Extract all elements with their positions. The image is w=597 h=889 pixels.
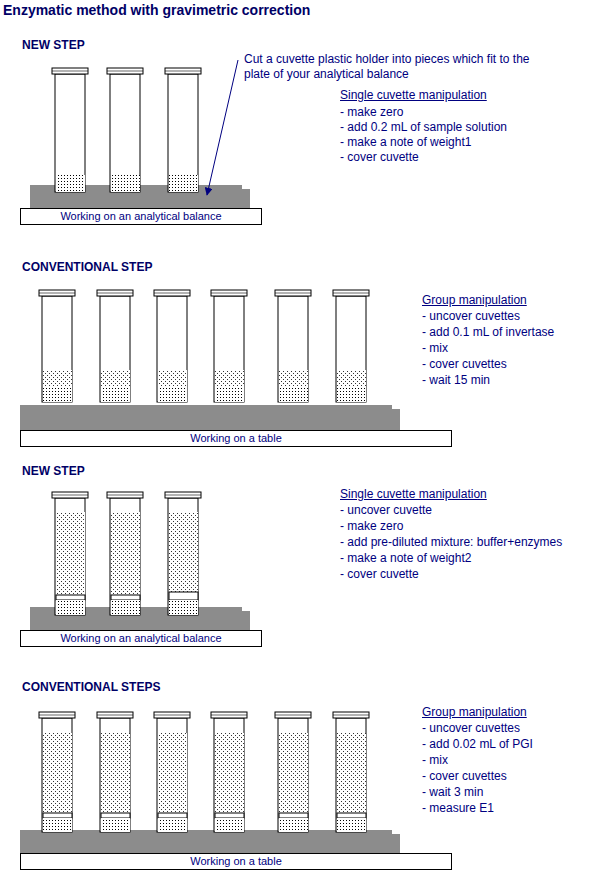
step-heading: NEW STEP — [22, 38, 85, 53]
list-item: - wait 3 min — [422, 785, 483, 800]
work-surface-bar: Working on an analytical balance — [20, 630, 262, 647]
list-item: - add pre-diluted mixture: buffer+enzyme… — [340, 535, 562, 550]
cuvette — [275, 290, 311, 402]
list-item: - measure E1 — [422, 801, 494, 816]
work-surface-bar: Working on an analytical balance — [20, 208, 262, 225]
list-item: - uncover cuvettes — [422, 309, 520, 324]
list-heading: Single cuvette manipulation — [340, 487, 487, 502]
list-item: - wait 15 min — [422, 373, 490, 388]
cuvette — [107, 492, 143, 615]
cuvette — [333, 290, 369, 402]
cuvette — [275, 712, 311, 832]
work-surface-bar: Working on a table — [20, 430, 452, 447]
plate — [20, 834, 400, 855]
list-item: - mix — [422, 753, 448, 768]
list-item: - cover cuvettes — [422, 357, 507, 372]
list-item: - add 0.02 mL of PGI — [422, 737, 533, 752]
cuvette — [211, 712, 247, 832]
cuvette — [97, 290, 133, 402]
list-item: - cover cuvette — [340, 150, 419, 165]
work-surface-bar: Working on a table — [20, 853, 452, 870]
plate-step — [20, 405, 392, 410]
cuvette — [154, 290, 190, 402]
callout-arrow — [207, 60, 238, 195]
list-item: - make a note of weight2 — [340, 551, 471, 566]
list-item: - mix — [422, 341, 448, 356]
cuvette — [165, 492, 201, 615]
list-item: - make zero — [340, 519, 403, 534]
cuvette — [39, 290, 75, 402]
cuvette — [39, 712, 75, 832]
step-heading: NEW STEP — [22, 464, 85, 479]
cuvette — [165, 68, 201, 192]
list-item: - cover cuvettes — [422, 769, 507, 784]
bar-label: Working on an analytical balance — [60, 210, 221, 223]
bar-label: Working on a table — [190, 855, 282, 868]
cuvette — [154, 712, 190, 832]
list-item: - cover cuvette — [340, 567, 419, 582]
cuvette — [52, 492, 88, 615]
list-item: - add 0.2 mL of sample solution — [340, 120, 507, 135]
callout-note: Cut a cuvette plastic holder into pieces… — [244, 52, 544, 82]
list-item: - make a note of weight1 — [340, 135, 471, 150]
step-heading: CONVENTIONAL STEP — [22, 260, 152, 275]
list-item: - add 0.1 mL of invertase — [422, 325, 554, 340]
list-item: - uncover cuvettes — [422, 721, 520, 736]
bar-label: Working on a table — [190, 432, 282, 445]
cuvette — [52, 68, 88, 192]
bar-label: Working on an analytical balance — [60, 632, 221, 645]
list-heading: Single cuvette manipulation — [340, 88, 487, 103]
list-item: - make zero — [340, 105, 403, 120]
cuvette — [333, 712, 369, 832]
cuvette — [107, 68, 143, 192]
cuvette — [211, 290, 247, 402]
cuvette — [97, 712, 133, 832]
list-heading: Group manipulation — [422, 293, 527, 308]
list-item: - uncover cuvette — [340, 503, 432, 518]
plate — [20, 409, 400, 432]
title: Enzymatic method with gravimetric correc… — [3, 3, 310, 18]
list-heading: Group manipulation — [422, 705, 527, 720]
step-heading: CONVENTIONAL STEPS — [22, 680, 160, 695]
